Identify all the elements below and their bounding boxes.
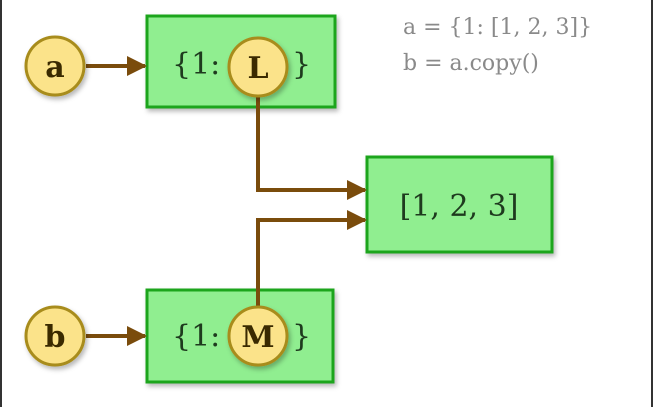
arrow-m-to-list: [256, 210, 367, 322]
ref-l-node: [227, 36, 289, 98]
dict-a-suffix: }: [292, 47, 311, 82]
list-label: [1, 2, 3]: [400, 189, 519, 224]
ref-l-label: L: [247, 51, 268, 86]
dict-a-prefix: {1:: [172, 47, 220, 82]
dict-b-prefix: {1:: [172, 319, 220, 354]
ref-m-label: M: [241, 320, 274, 355]
ref-m-node: [227, 305, 289, 367]
list-box: [365, 155, 554, 254]
variable-b-node: [24, 305, 86, 367]
variable-a-label: a: [45, 50, 64, 85]
variable-a-node: [24, 35, 86, 97]
variable-b-label: b: [45, 320, 66, 355]
dict-b-suffix: }: [292, 319, 311, 354]
arrow-l-to-list: [256, 80, 367, 200]
code-line-2: b = a.copy(): [403, 51, 539, 76]
code-line-1: a = {1: [1, 2, 3]}: [403, 15, 592, 40]
